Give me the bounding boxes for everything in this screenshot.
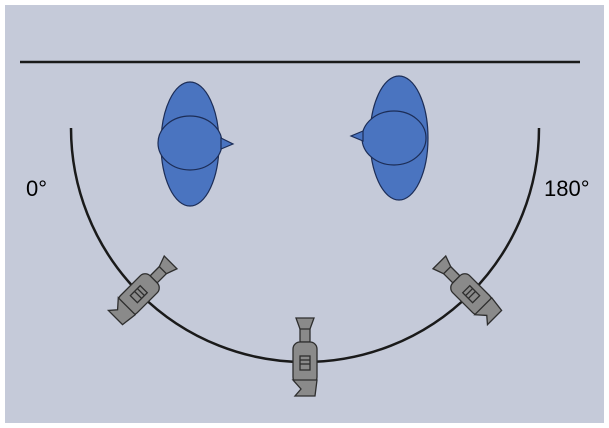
- label-180-degrees: 180°: [544, 176, 590, 201]
- label-0-degrees: 0°: [26, 176, 47, 201]
